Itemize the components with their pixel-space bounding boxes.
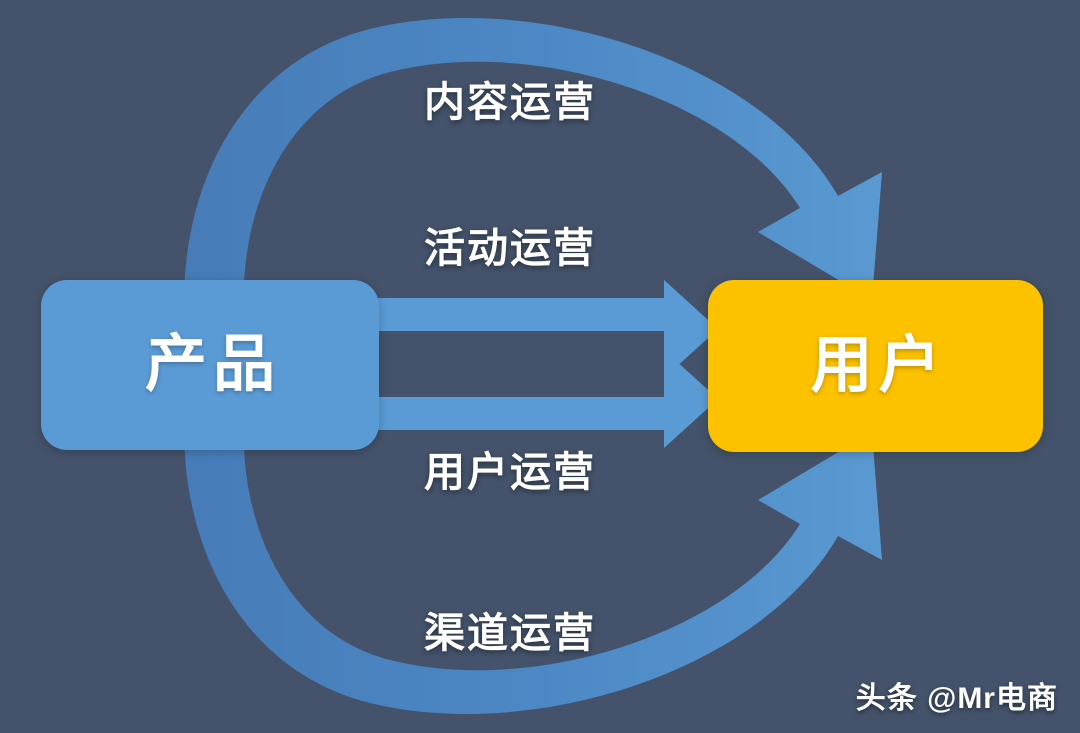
node-user[interactable]: 用户 (708, 280, 1043, 452)
node-user-label: 用户 (810, 331, 947, 400)
flow-arrow-user-operation (378, 350, 718, 448)
flow-label-activity-operation: 活动运营 (424, 225, 596, 271)
flow-arrow-content-operation (184, 18, 883, 431)
node-product[interactable]: 产品 (41, 280, 379, 450)
watermark: 头条 @Mr电商 (855, 682, 1058, 715)
flow-label-channel-operation: 渠道运营 (424, 610, 596, 656)
flow-label-content-operation: 内容运营 (424, 79, 596, 125)
flow-arrow-activity-operation (378, 280, 718, 378)
flow-label-user-operation: 用户运营 (424, 449, 596, 495)
node-product-label: 产品 (144, 330, 281, 399)
flow-arrow-channel-operation (184, 302, 883, 714)
